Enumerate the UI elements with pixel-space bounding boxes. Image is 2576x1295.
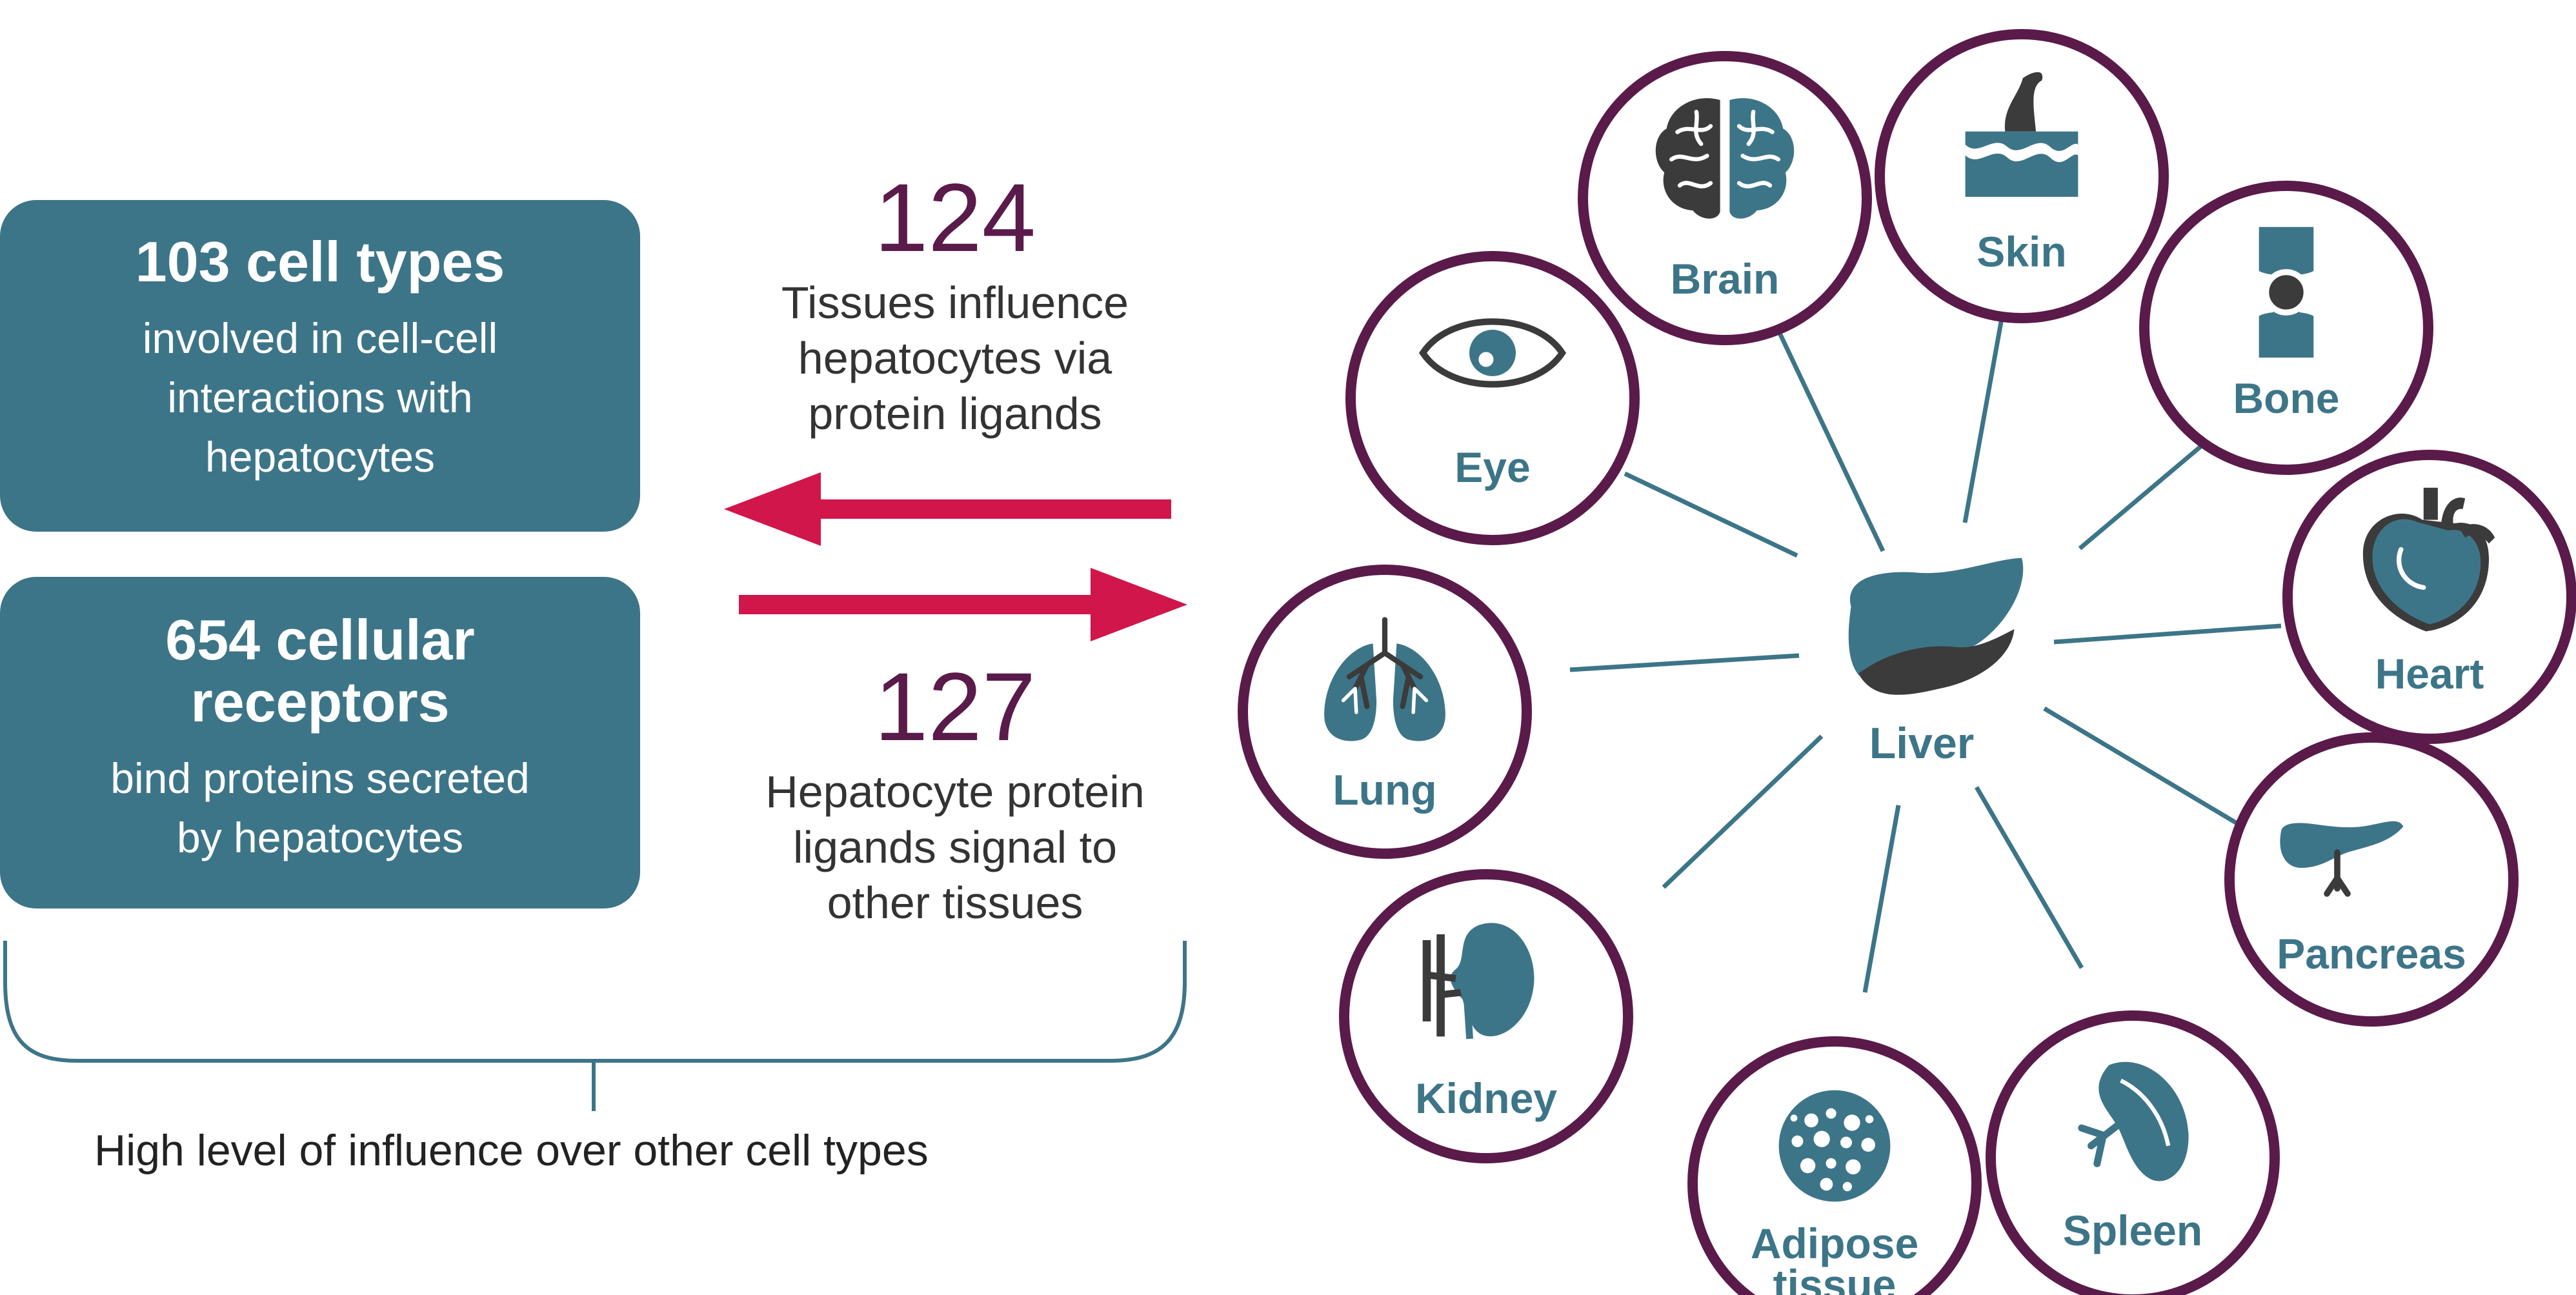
- arrow-hepatocyte-to-tissue: [739, 568, 1187, 641]
- organ-label: Skin: [1977, 228, 2066, 276]
- organ-node: Kidney: [1339, 869, 1633, 1163]
- receptors-title-line: receptors: [190, 670, 450, 734]
- stat-line: Hepatocyte protein: [765, 767, 1145, 817]
- connector-line: [1569, 653, 1800, 672]
- receptors-title: 654 cellular receptors: [0, 609, 640, 733]
- organ-label: Eye: [1454, 443, 1530, 491]
- tissue-to-hepatocyte-count: 124: [874, 163, 1036, 272]
- connector-line: [1775, 328, 1886, 552]
- organ-label: Brain: [1671, 255, 1780, 303]
- organ-circle: [2224, 732, 2519, 1027]
- organ-circle: [1345, 251, 1640, 545]
- liver-hub: Liver: [1848, 557, 2024, 768]
- stat-line: ligands signal to: [793, 822, 1117, 872]
- organ-label: tissue: [1773, 1261, 1897, 1295]
- cellular-receptors-box: 654 cellular receptors bind proteins sec…: [0, 577, 640, 909]
- bone-icon: [2259, 227, 2314, 357]
- organ-label: Adipose: [1751, 1220, 1918, 1267]
- connector-line: [1974, 786, 2084, 969]
- cell-types-title: 103 cell types: [135, 230, 505, 294]
- organ-label: Lung: [1333, 766, 1436, 814]
- connector-lines: [1569, 314, 2282, 993]
- tissue-to-hepatocyte-stat: 124 Tissues influence hepatocytes via pr…: [703, 169, 1207, 441]
- receptors-line: by hepatocytes: [177, 814, 463, 861]
- cell-types-description: involved in cell-cell interactions with …: [0, 308, 640, 487]
- organ-node: Brain: [1578, 51, 1872, 345]
- hepatocyte-to-tissue-count: 127: [874, 652, 1036, 761]
- liver-icon: [1848, 557, 2024, 695]
- organ-label: Spleen: [2063, 1207, 2202, 1254]
- cell-types-box: 103 cell types involved in cell-cell int…: [0, 200, 640, 532]
- cell-types-line: interactions with: [167, 374, 473, 421]
- organ-label: Bone: [2233, 374, 2340, 422]
- liver-label: Liver: [1869, 719, 1975, 768]
- connector-line: [2053, 623, 2282, 645]
- organ-node: Bone: [2139, 181, 2433, 475]
- kidney-icon: [1427, 923, 1534, 1039]
- influence-bracket: [3, 941, 1187, 1111]
- organ-node: Pancreas: [2224, 732, 2519, 1027]
- connector-line: [1662, 734, 1824, 889]
- connector-line: [1624, 471, 1798, 558]
- organ-node: Lung: [1238, 565, 1532, 859]
- stat-line: other tissues: [827, 878, 1083, 928]
- organ-node: Eye: [1345, 251, 1640, 545]
- connector-line: [2043, 706, 2237, 825]
- organ-circle: [1578, 51, 1872, 345]
- organ-node: Spleen: [1986, 1010, 2280, 1295]
- bracket-caption: High level of influence over other cell …: [94, 1126, 929, 1175]
- hepatocyte-to-tissue-stat: 127 Hepatocyte protein ligands signal to…: [703, 658, 1207, 930]
- cell-types-line: hepatocytes: [205, 433, 435, 481]
- adipose-icon: [1778, 1090, 1891, 1202]
- organ-label: Kidney: [1415, 1074, 1557, 1122]
- cell-types-line: involved in cell-cell: [142, 314, 498, 362]
- stat-line: Tissues influence: [781, 277, 1129, 328]
- organ-node: Skin: [1875, 29, 2169, 323]
- connector-line: [1862, 805, 1901, 993]
- hepatocyte-to-tissue-text: Hepatocyte protein ligands signal to oth…: [703, 764, 1207, 930]
- tissue-to-hepatocyte-text: Tissues influence hepatocytes via protei…: [703, 275, 1207, 441]
- receptors-line: bind proteins secreted: [110, 754, 530, 802]
- arrow-tissue-to-hepatocyte: [724, 472, 1171, 546]
- stat-line: hepatocytes via: [798, 333, 1112, 383]
- organ-label: Pancreas: [2277, 930, 2466, 978]
- connector-line: [1962, 314, 2005, 523]
- connector-line: [2078, 436, 2213, 550]
- receptors-title-line: 654 cellular: [165, 608, 475, 672]
- organ-circle: [1238, 565, 1532, 859]
- stat-line: protein ligands: [808, 388, 1102, 439]
- organ-node: Heart: [2282, 450, 2576, 744]
- organ-label: Heart: [2375, 650, 2484, 698]
- receptors-description: bind proteins secreted by hepatocytes: [0, 748, 640, 867]
